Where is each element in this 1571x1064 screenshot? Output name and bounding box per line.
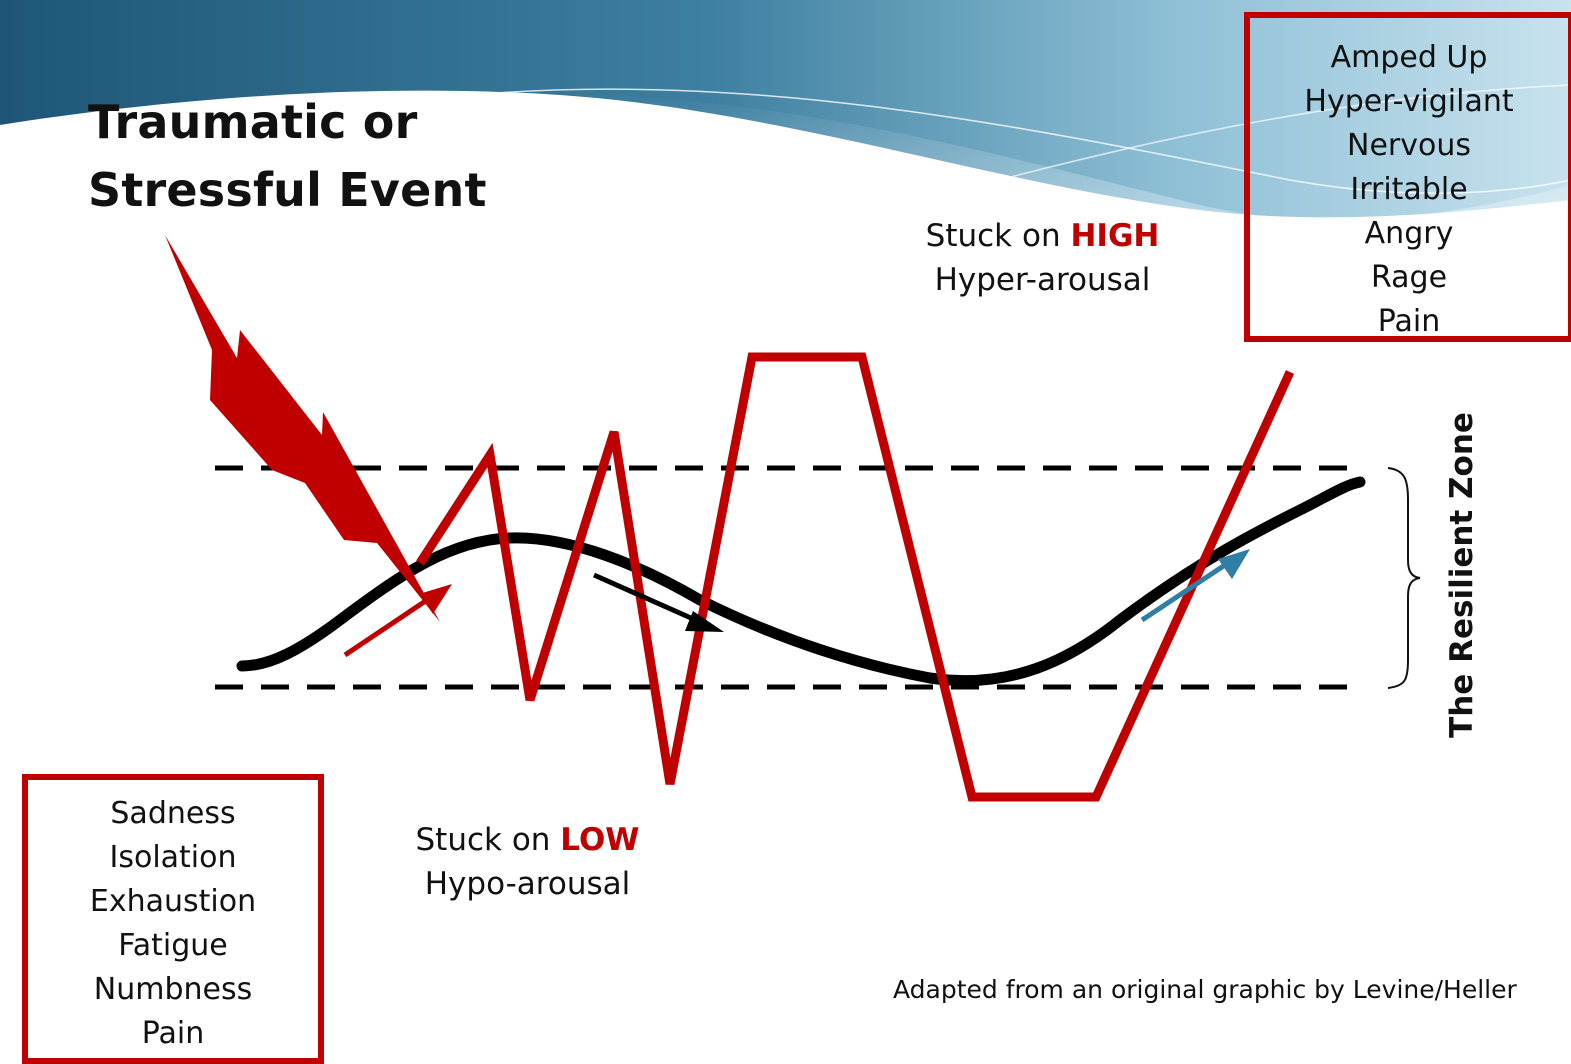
- resilient-zone-label: The Resilient Zone: [1444, 412, 1480, 738]
- high-item: Irritable: [1350, 172, 1468, 207]
- header-wave: [0, 0, 1571, 220]
- resilience-wave: [236, 476, 1366, 687]
- stuck-low-keyword: LOW: [560, 822, 640, 858]
- high-item: Nervous: [1347, 128, 1471, 163]
- low-item: Isolation: [109, 840, 237, 875]
- hypo-arousal-symptoms-box: Sadness Isolation Exhaustion Fatigue Num…: [22, 774, 324, 1064]
- hyper-arousal-symptoms-box: Amped Up Hyper-vigilant Nervous Irritabl…: [1244, 12, 1571, 342]
- stuck-high-sub: Hyper-arousal: [934, 262, 1151, 298]
- zone-brace: [1387, 467, 1421, 689]
- low-item: Numbness: [93, 972, 253, 1007]
- high-item: Rage: [1370, 260, 1448, 295]
- high-item: Amped Up: [1330, 40, 1488, 75]
- title-line-2: Stressful Event: [88, 163, 487, 217]
- stuck-low-sub: Hypo-arousal: [424, 866, 631, 902]
- title-line-1: Traumatic or: [88, 95, 418, 149]
- stuck-low-prefix: Stuck on: [415, 822, 561, 858]
- stuck-low-label: Stuck on LOW Hypo-arousal: [395, 818, 660, 906]
- arousal-zigzag-line: [416, 352, 1295, 802]
- high-item: Angry: [1364, 216, 1454, 251]
- high-item: Hyper-vigilant: [1304, 84, 1514, 119]
- low-item: Sadness: [110, 796, 236, 831]
- stuck-high-label: Stuck on HIGH Hyper-arousal: [910, 214, 1175, 302]
- red-arrow-icon: [343, 584, 452, 658]
- lightning-bolt-icon: [165, 235, 440, 622]
- credit-text: Adapted from an original graphic by Levi…: [893, 975, 1517, 1004]
- low-item: Exhaustion: [89, 884, 257, 919]
- stuck-high-prefix: Stuck on: [925, 218, 1071, 254]
- blue-arrow-icon: [1140, 549, 1250, 623]
- stuck-high-keyword: HIGH: [1070, 218, 1160, 254]
- black-arrow-icon: [592, 572, 724, 632]
- page-title: Traumatic or Stressful Event: [88, 88, 487, 224]
- high-item: Pain: [1377, 304, 1441, 339]
- low-item: Pain: [141, 1016, 205, 1051]
- low-item: Fatigue: [118, 928, 228, 963]
